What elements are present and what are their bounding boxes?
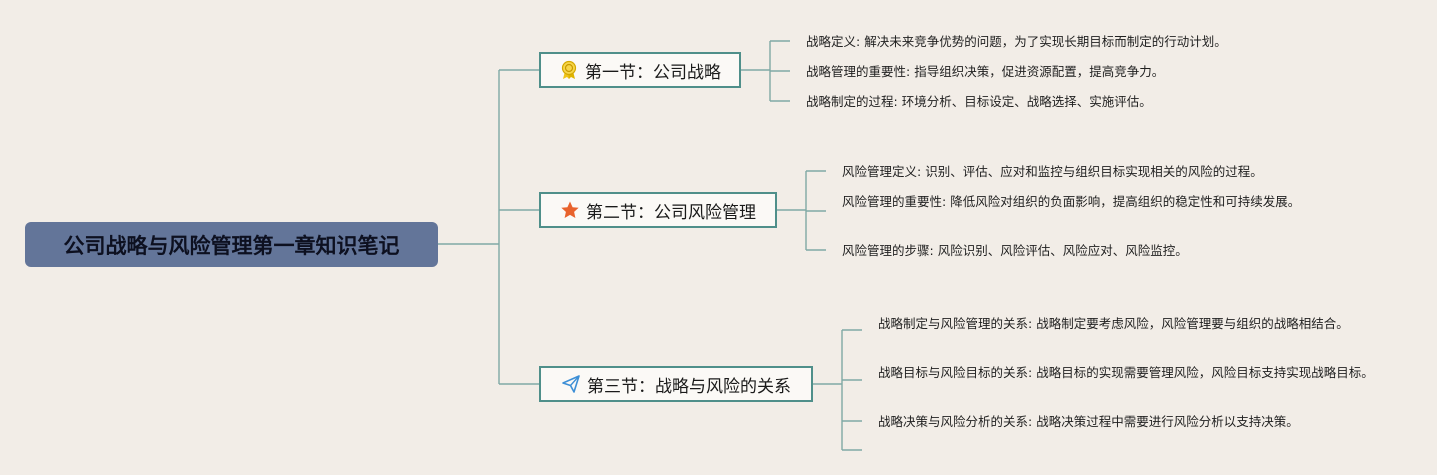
leaf-text: 战略制定要考虑风险，风险管理要与组织的战略相结合。 [1036, 316, 1349, 331]
leaf-item[interactable]: 风险管理的重要性降低风险对组织的负面影响，提高组织的稳定性和可持续发展。 [842, 192, 1330, 211]
leaf-text: 降低风险对组织的负面影响，提高组织的稳定性和可持续发展。 [950, 194, 1301, 209]
leaf-item[interactable]: 风险管理的步骤风险识别、风险评估、风险应对、风险监控。 [842, 241, 1342, 260]
leaf-item[interactable]: 战略定义解决未来竞争优势的问题，为了实现长期目标而制定的行动计划。 [806, 32, 1366, 51]
leaf-label: 风险管理的重要性 [842, 194, 943, 209]
leaf-item[interactable]: 战略制定的过程环境分析、目标设定、战略选择、实施评估。 [806, 92, 1366, 111]
leaf-label: 战略管理的重要性 [806, 64, 907, 79]
leaf-item[interactable]: 战略目标与风险目标的关系战略目标的实现需要管理风险，风险目标支持实现战略目标。 [878, 363, 1383, 382]
leaf-text: 环境分析、目标设定、战略选择、实施评估。 [901, 94, 1152, 109]
leaf-item[interactable]: 战略制定与风险管理的关系战略制定要考虑风险，风险管理要与组织的战略相结合。 [878, 314, 1383, 333]
topic-title: 第三节：战略与风险的关系 [587, 376, 791, 397]
leaf-text: 风险识别、风险评估、风险应对、风险监控。 [937, 243, 1188, 258]
star-icon [560, 200, 580, 220]
topic-section-1[interactable]: 第一节：公司战略 [539, 52, 741, 88]
root-topic[interactable]: 公司战略与风险管理第一章知识笔记 [25, 222, 438, 267]
leaf-item[interactable]: 战略管理的重要性指导组织决策，促进资源配置，提高竞争力。 [806, 62, 1366, 81]
leaf-label: 战略决策与风险分析的关系 [878, 414, 1029, 429]
leaf-label: 战略定义 [806, 34, 857, 49]
leaf-label: 风险管理的步骤 [842, 243, 930, 258]
topic-title: 第一节：公司战略 [585, 62, 721, 83]
leaf-text: 战略决策过程中需要进行风险分析以支持决策。 [1036, 414, 1299, 429]
leaf-text: 解决未来竞争优势的问题，为了实现长期目标而制定的行动计划。 [864, 34, 1227, 49]
leaf-text: 战略目标的实现需要管理风险，风险目标支持实现战略目标。 [1036, 365, 1374, 380]
topic-title: 第二节：公司风险管理 [586, 202, 756, 223]
leaf-item[interactable]: 战略决策与风险分析的关系战略决策过程中需要进行风险分析以支持决策。 [878, 412, 1383, 431]
leaf-text: 指导组织决策，促进资源配置，提高竞争力。 [914, 64, 1165, 79]
leaf-label: 风险管理定义 [842, 164, 918, 179]
paper-plane-icon [561, 374, 581, 394]
leaf-item[interactable]: 风险管理定义识别、评估、应对和监控与组织目标实现相关的风险的过程。 [842, 162, 1342, 181]
award-ribbon-icon [559, 60, 579, 80]
leaf-label: 战略制定与风险管理的关系 [878, 316, 1029, 331]
leaf-label: 战略制定的过程 [806, 94, 894, 109]
leaf-text: 识别、评估、应对和监控与组织目标实现相关的风险的过程。 [925, 164, 1263, 179]
leaf-label: 战略目标与风险目标的关系 [878, 365, 1029, 380]
topic-section-3[interactable]: 第三节：战略与风险的关系 [539, 366, 813, 402]
topic-section-2[interactable]: 第二节：公司风险管理 [539, 192, 777, 228]
root-title: 公司战略与风险管理第一章知识笔记 [63, 233, 400, 258]
